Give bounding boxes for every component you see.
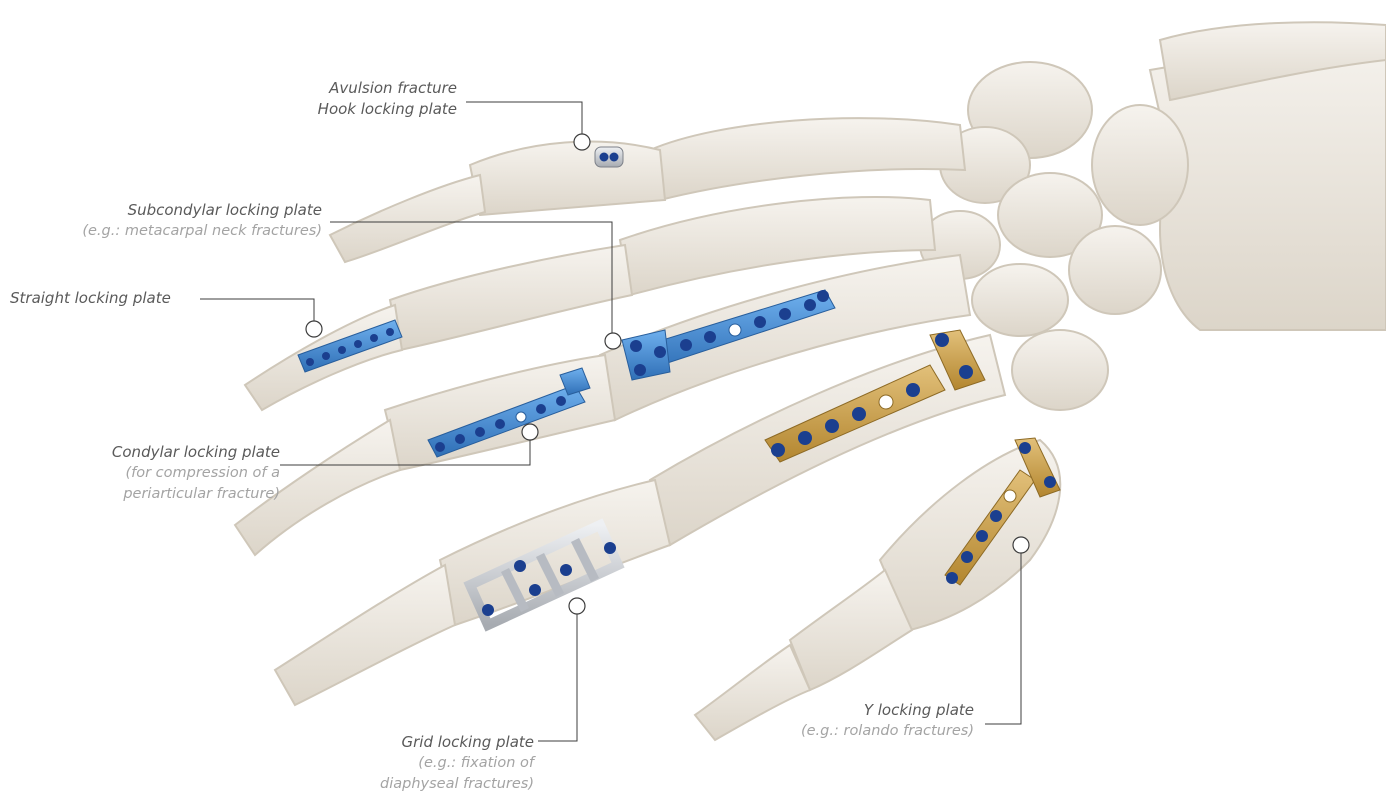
marker-condylar: [522, 424, 538, 440]
annotation-note: periarticular fracture): [112, 484, 280, 505]
bones: [235, 22, 1386, 740]
annotation-note: (e.g.: rolando fractures): [801, 721, 974, 742]
carpal-bone: [972, 264, 1068, 336]
annotation-y: Y locking plate (e.g.: rolando fractures…: [801, 700, 974, 742]
annotation-grid: Grid locking plate (e.g.: fixation of di…: [380, 732, 534, 795]
phalanx-bone: [275, 565, 455, 705]
carpal-bone: [1092, 105, 1188, 225]
annotation-note: diaphyseal fractures): [380, 774, 534, 795]
annotation-condylar: Condylar locking plate (for compression …: [112, 442, 280, 505]
marker-straight: [306, 321, 322, 337]
phalanx-bone: [790, 570, 912, 690]
annotation-note: (for compression of a: [112, 463, 280, 484]
phalanx-bone: [470, 142, 665, 215]
leader-line-avulsion: [466, 102, 582, 134]
annotation-title: Condylar locking plate: [112, 442, 280, 463]
annotation-title: Straight locking plate: [10, 288, 171, 309]
marker-avulsion: [574, 134, 590, 150]
annotation-title: Grid locking plate: [380, 732, 534, 753]
annotation-title: Hook locking plate: [318, 99, 457, 120]
marker-grid: [569, 598, 585, 614]
carpal-bone: [1069, 226, 1161, 314]
metacarpal-bone: [650, 118, 965, 200]
annotation-note: (e.g.: fixation of: [380, 753, 534, 774]
annotation-subcondylar: Subcondylar locking plate (e.g.: metacar…: [82, 200, 322, 242]
annotation-avulsion: Avulsion fracture Hook locking plate: [318, 78, 457, 120]
annotation-straight: Straight locking plate: [10, 288, 171, 309]
phalanx-bone: [695, 645, 810, 740]
leader-line-straight: [200, 299, 314, 321]
annotation-note: (e.g.: metacarpal neck fractures): [82, 221, 322, 242]
marker-y: [1013, 537, 1029, 553]
marker-subcondylar: [605, 333, 621, 349]
annotation-title: Y locking plate: [801, 700, 974, 721]
annotation-title: Subcondylar locking plate: [82, 200, 322, 221]
leader-line-grid: [538, 613, 577, 741]
carpal-bone: [1012, 330, 1108, 410]
phalanx-bone: [330, 175, 485, 262]
hook-locking-plate: [595, 147, 623, 167]
phalanx-bone: [390, 245, 632, 350]
annotation-title: Avulsion fracture: [318, 78, 457, 99]
